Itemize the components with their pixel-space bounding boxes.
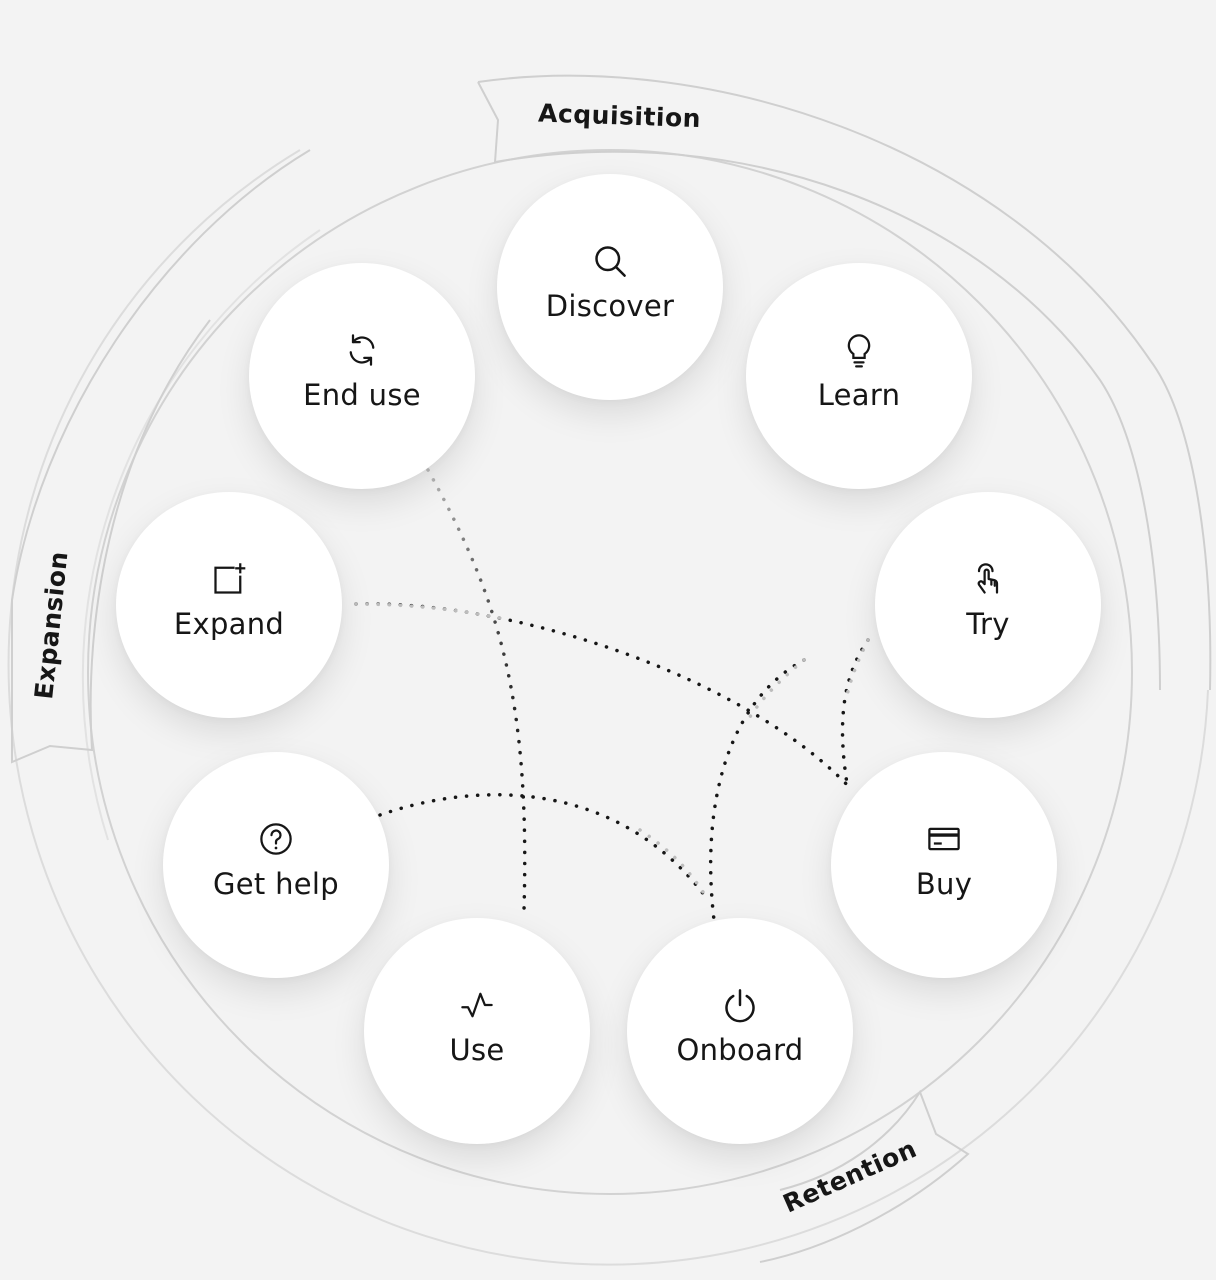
connector-fade-try [844, 638, 870, 702]
inner-ring [87, 149, 1133, 1195]
node-buy[interactable]: Buy [831, 752, 1057, 978]
node-label: Discover [545, 289, 675, 323]
node-discover[interactable]: Discover [497, 174, 723, 400]
node-label: End use [303, 378, 421, 412]
expansion-band [11, 149, 311, 764]
node-label: Learn [817, 378, 901, 412]
node-get-help[interactable]: Get help [163, 752, 389, 978]
expansion-label: Expansion [29, 550, 73, 701]
node-label: Expand [173, 607, 285, 641]
connector-fade-expand [354, 602, 502, 620]
node-end-use[interactable]: End use [249, 263, 475, 489]
renew-icon [349, 334, 375, 366]
acquisition-band [477, 74, 1212, 691]
help-icon [260, 823, 292, 855]
retention-band [759, 1089, 970, 1263]
touch-icon [977, 563, 999, 594]
connectors [354, 468, 870, 922]
search-icon [595, 246, 626, 277]
node-label: Buy [915, 867, 973, 901]
lightbulb-icon [847, 334, 871, 368]
power-icon [725, 989, 755, 1023]
node-try[interactable]: Try [875, 492, 1101, 718]
node-learn[interactable]: Learn [746, 263, 972, 489]
node-use[interactable]: Use [364, 918, 590, 1144]
connector-try-buy [840, 638, 870, 792]
connector-fade-gethelp [638, 828, 710, 902]
connector-expand-buy [354, 602, 854, 792]
node-onboard[interactable]: Onboard [627, 918, 853, 1144]
node-label: Use [449, 1033, 505, 1067]
node-label: Try [966, 607, 1010, 641]
credit-card-icon [928, 827, 960, 851]
acquisition-label: Acquisition [538, 98, 702, 133]
connector-fades [354, 602, 870, 902]
inner-left-arc [81, 229, 321, 841]
outer-ring [7, 149, 1209, 1266]
connector-try-onboard [708, 658, 806, 922]
activity-icon [461, 992, 493, 1018]
connector-enduse-use [426, 468, 527, 912]
add-box-icon [214, 563, 246, 594]
connector-gethelp-onboard [378, 793, 710, 902]
node-label: Get help [213, 867, 339, 901]
connector-fade-onboard [746, 658, 806, 722]
node-label: Onboard [676, 1033, 804, 1067]
node-expand[interactable]: Expand [116, 492, 342, 718]
